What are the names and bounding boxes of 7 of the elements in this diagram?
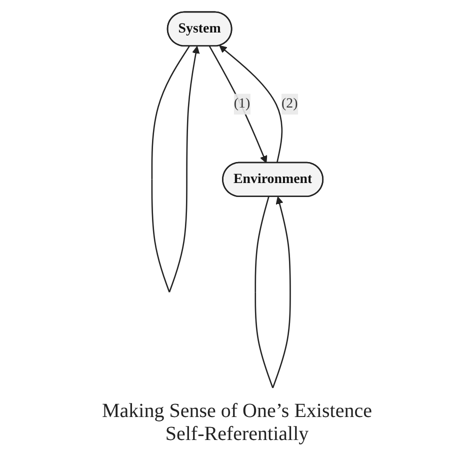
arrow [150,46,200,292]
diagram-caption: Making Sense of One’s Existence Self-Referentially [101,400,373,446]
edge-label: (2) [281,96,298,112]
edge-label: (1) [233,96,250,112]
arrow [254,196,290,388]
arrow [208,46,267,164]
arrow [218,45,282,164]
